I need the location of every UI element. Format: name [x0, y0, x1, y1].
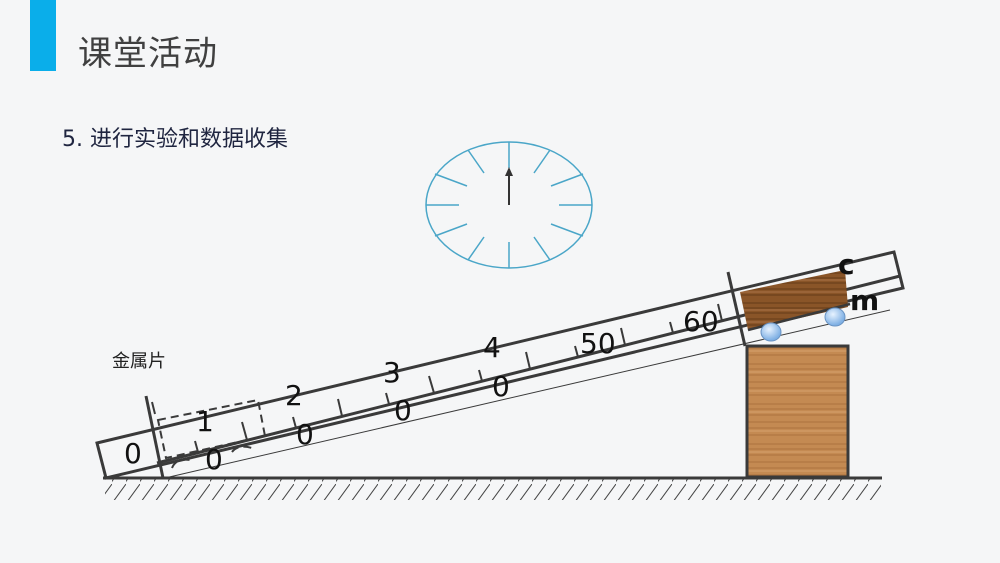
point-m-label: m [850, 284, 879, 317]
finish-marker-line [726, 271, 747, 347]
clock-tick-marks [426, 142, 592, 268]
ruler-lower-numbers: 0 0 0 0 [205, 370, 510, 476]
section-heading: 5. 进行实验和数据收集 [62, 127, 288, 152]
clock-hand-arrow-icon [505, 167, 513, 205]
ground [103, 476, 882, 500]
metal-plate-dashed [156, 398, 267, 469]
ruler-number-4: 4 [483, 331, 501, 364]
header-accent-bar [30, 0, 56, 71]
start-marker-line [144, 395, 165, 479]
ruler-number-50: 50 [580, 327, 616, 360]
page-title: 课堂活动 [78, 34, 218, 74]
ruler-upper-numbers: 0 1 2 3 4 50 60 [124, 305, 719, 470]
ruler-lower-zero-3: 0 [394, 394, 412, 427]
ruler-tick-marks [151, 303, 723, 453]
cart [740, 270, 851, 342]
ruler-number-60: 60 [683, 305, 719, 338]
ruler-lower-zero-2: 0 [296, 418, 314, 451]
point-c-label: c [838, 248, 855, 281]
ruler-number-2: 2 [285, 379, 303, 412]
ruler-number-3: 3 [383, 356, 401, 389]
ruler-lower-zero-1: 0 [205, 443, 223, 476]
ruler-number-1: 1 [196, 405, 214, 438]
ruler-lower-zero-4: 0 [492, 370, 510, 403]
wooden-support-block [745, 344, 850, 479]
cart-wheel-rear [824, 307, 846, 327]
stopwatch-dial [425, 141, 593, 269]
ruler-number-0: 0 [124, 437, 142, 470]
cart-wheel-front [760, 322, 782, 342]
metal-plate-label: 金属片 [112, 351, 166, 372]
